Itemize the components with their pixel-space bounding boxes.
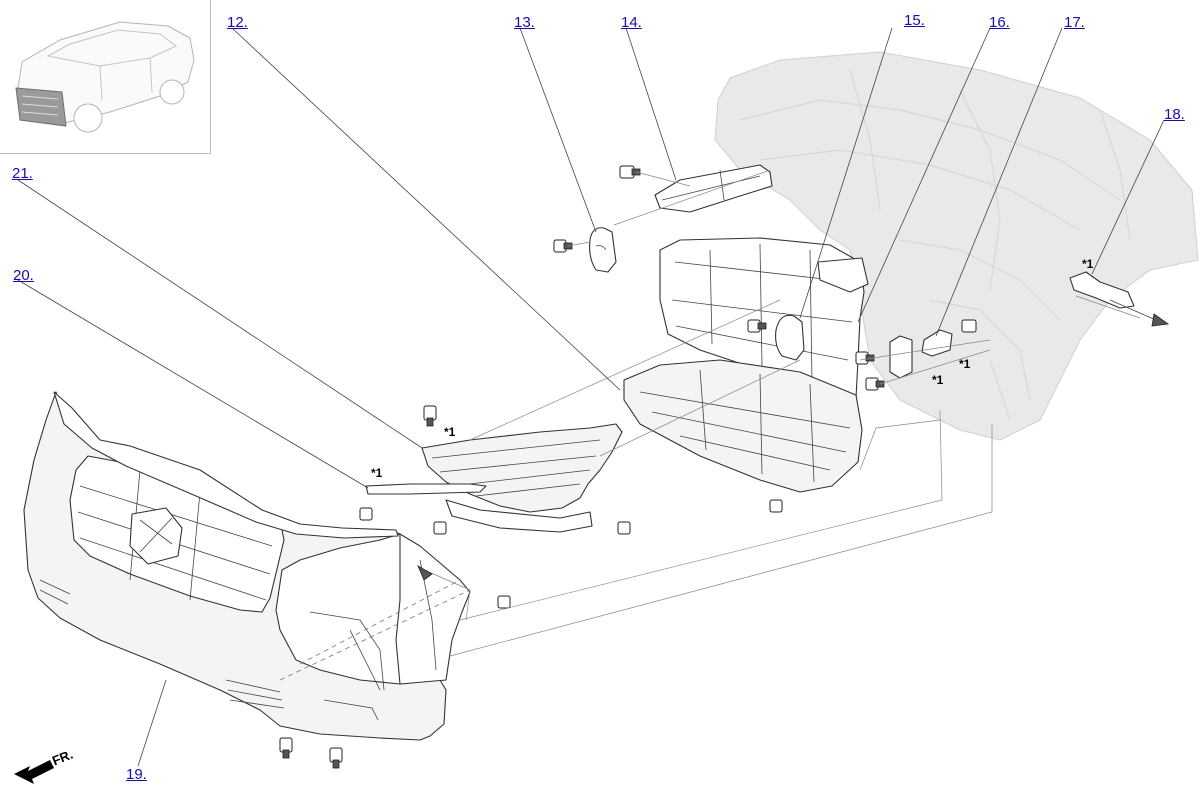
front-direction-arrow-icon (14, 760, 54, 784)
note-star1-garnish-strip: *1 (371, 466, 383, 480)
callout-leader-lines (17, 27, 1165, 767)
callout-19[interactable]: 19. (126, 766, 147, 783)
callout-16[interactable]: 16. (989, 14, 1010, 31)
callout-14[interactable]: 14. (621, 14, 642, 31)
assembly-guide-lines (279, 169, 1170, 681)
vehicle-locator-icon (15, 21, 195, 133)
part-21-upper-grille-garnish (421, 423, 623, 533)
bolt-icon (961, 319, 977, 333)
part-14-upper-bracket (654, 164, 773, 213)
bolt-icon (329, 747, 343, 769)
fasteners (279, 165, 977, 769)
bolt-icon (617, 521, 631, 535)
note-star1-bracket-left: *1 (932, 373, 944, 387)
bolt-icon (359, 507, 373, 521)
part-12-lower-shield (623, 359, 863, 493)
bolt-icon (865, 377, 885, 391)
part-15-radiator-support (659, 237, 869, 405)
bolt-icon (279, 737, 293, 759)
callout-17[interactable]: 17. (1064, 14, 1085, 31)
part-16-horn-center (775, 314, 805, 361)
note-star1-side-bracket: *1 (1082, 257, 1094, 271)
callout-20[interactable]: 20. (13, 267, 34, 284)
callout-13[interactable]: 13. (514, 14, 535, 31)
bolt-icon (433, 521, 447, 535)
part-20-garnish-strip (365, 483, 487, 495)
callout-21[interactable]: 21. (12, 165, 33, 182)
bolt-icon (423, 405, 437, 427)
callout-12[interactable]: 12. (227, 14, 248, 31)
part-19-front-bumper (23, 391, 471, 741)
vehicle-locator-thumbnail (0, 0, 211, 154)
note-star1-bracket-right: *1 (959, 357, 971, 371)
bolt-icon (747, 319, 767, 333)
callout-18[interactable]: 18. (1164, 106, 1185, 123)
bolt-icon (769, 499, 783, 513)
bolt-icon (497, 595, 511, 609)
callout-15[interactable]: 15. (904, 12, 925, 29)
part-18-side-bracket (1069, 271, 1135, 309)
note-star1-grille-bolt: *1 (444, 425, 456, 439)
part-13-horn (589, 227, 617, 273)
ghost-body-structure (714, 51, 1199, 441)
